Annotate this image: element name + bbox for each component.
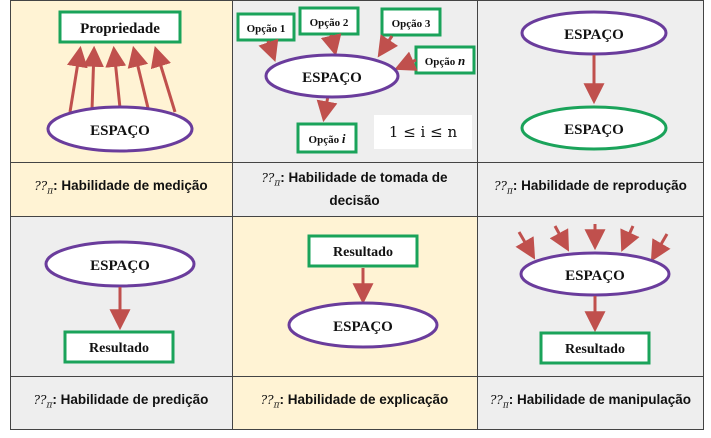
grid-divider-col-2 bbox=[477, 0, 478, 430]
manipulate-arrow-4 bbox=[620, 225, 640, 252]
grid-divider-row-3 bbox=[10, 376, 704, 377]
espaco-ellipse bbox=[264, 53, 400, 99]
caption-predicao: ??π: Habilidade de predição bbox=[10, 376, 232, 430]
espaco-label: ESPAÇO bbox=[90, 258, 150, 274]
espaco-label: ESPAÇO bbox=[90, 123, 150, 139]
resultado-box bbox=[63, 330, 175, 364]
espaco-label: ESPAÇO bbox=[302, 70, 362, 86]
espaco-ellipse bbox=[287, 301, 439, 349]
cell-reproducao-diagram: ESPAÇO ESPAÇO bbox=[477, 0, 704, 162]
caption-text: : Habilidade de tomada de decisão bbox=[280, 169, 448, 209]
espaco-ellipse bbox=[44, 240, 196, 288]
caption-symbol: ?? bbox=[34, 179, 48, 194]
cell-tomada-decisao-diagram: Opção 1 Opção 2 Opção 3 Opção n ESPAÇO O… bbox=[232, 0, 477, 162]
espaco-ellipse-top bbox=[520, 10, 668, 56]
option-n-arrow bbox=[394, 51, 418, 71]
measure-arrow-4 bbox=[127, 45, 150, 109]
option-1-arrow bbox=[258, 38, 279, 62]
caption-subscript: π bbox=[46, 400, 53, 411]
espaco-label: ESPAÇO bbox=[333, 319, 393, 335]
manipulate-arrow-1 bbox=[515, 231, 536, 260]
caption-symbol: ?? bbox=[261, 170, 275, 185]
caption-subscript: π bbox=[273, 400, 280, 411]
predicao-diagram: ESPAÇO Resultado bbox=[44, 240, 196, 364]
option-3-box bbox=[380, 7, 442, 37]
measure-arrow-5 bbox=[150, 45, 177, 113]
grid-border-bottom bbox=[10, 429, 704, 430]
caption-reproducao: ??π: Habilidade de reprodução bbox=[477, 162, 704, 216]
option-arrows bbox=[258, 33, 418, 123]
range-formula: 1 ≤ i ≤ n bbox=[389, 123, 458, 141]
caption-text: : Habilidade de explicação bbox=[279, 392, 449, 408]
option-3-arrow bbox=[377, 34, 399, 58]
espaco-ellipse bbox=[519, 251, 671, 297]
abilities-grid: Propriedade ESPAÇO Opção 1 Opçã bbox=[10, 0, 704, 430]
grid-border-top bbox=[10, 0, 704, 1]
manipulate-arrows bbox=[515, 224, 671, 262]
grid-border-left bbox=[10, 0, 11, 430]
resultado-label: Resultado bbox=[333, 245, 393, 260]
caption-text: : Habilidade de medição bbox=[53, 178, 208, 194]
option-2-box bbox=[298, 6, 360, 36]
option-i-arrow bbox=[316, 95, 338, 123]
option-2-arrow bbox=[320, 33, 342, 57]
grid-divider-row-1 bbox=[10, 162, 704, 163]
cell-explicacao-diagram: Resultado ESPAÇO bbox=[232, 216, 477, 376]
grid-divider-row-2 bbox=[10, 216, 704, 217]
propriedade-label: Propriedade bbox=[80, 21, 160, 37]
range-box bbox=[374, 115, 472, 149]
resultado-label: Resultado bbox=[89, 341, 149, 356]
cell-manipulacao-diagram: ESPAÇO Resultado bbox=[477, 216, 704, 376]
resultado-box bbox=[539, 331, 651, 365]
cell-medicao-diagram: Propriedade ESPAÇO bbox=[10, 0, 232, 162]
grid-border-right bbox=[703, 0, 704, 430]
measure-arrow-1 bbox=[66, 45, 88, 113]
explicacao-diagram: Resultado ESPAÇO bbox=[287, 234, 439, 349]
option-n-label: Opção n bbox=[425, 53, 466, 68]
option-2-label: Opção 2 bbox=[310, 17, 349, 29]
manipulate-arrow-2 bbox=[549, 225, 570, 252]
option-3-label: Opção 3 bbox=[392, 18, 431, 30]
propriedade-box bbox=[58, 10, 182, 44]
caption-subscript: π bbox=[502, 400, 509, 411]
espaco-ellipse bbox=[46, 105, 194, 153]
espaco-label-top: ESPAÇO bbox=[564, 27, 624, 43]
caption-subscript: π bbox=[506, 186, 513, 197]
tomada-decisao-diagram: Opção 1 Opção 2 Opção 3 Opção n ESPAÇO O… bbox=[236, 6, 476, 154]
option-i-box bbox=[296, 122, 358, 154]
option-i-label: Opção i bbox=[309, 131, 346, 146]
caption-explicacao: ??π: Habilidade de explicação bbox=[232, 376, 477, 430]
measure-arrow-3 bbox=[105, 45, 127, 109]
manipulacao-diagram: ESPAÇO Resultado bbox=[515, 224, 671, 365]
cell-predicao-diagram: ESPAÇO Resultado bbox=[10, 216, 232, 376]
resultado-label: Resultado bbox=[565, 342, 625, 357]
caption-symbol: ?? bbox=[489, 393, 503, 408]
caption-subscript: π bbox=[47, 186, 54, 197]
caption-manipulacao: ??π: Habilidade de manipulação bbox=[477, 376, 704, 430]
espaco-ellipse-bottom bbox=[520, 105, 668, 151]
caption-symbol: ?? bbox=[494, 179, 507, 194]
medicao-diagram: Propriedade ESPAÇO bbox=[46, 10, 194, 153]
reproducao-diagram: ESPAÇO ESPAÇO bbox=[520, 10, 668, 151]
measure-arrows bbox=[66, 45, 177, 113]
espaco-label-bottom: ESPAÇO bbox=[564, 122, 624, 138]
resultado-box bbox=[307, 234, 419, 268]
caption-subscript: π bbox=[274, 178, 281, 189]
caption-text: : Habilidade de manipulação bbox=[508, 392, 692, 408]
manipulate-arrow-5 bbox=[650, 233, 671, 262]
caption-tomada-decisao: ??π: Habilidade de tomada de decisão bbox=[232, 162, 477, 216]
caption-text: : Habilidade de predição bbox=[52, 392, 209, 408]
option-1-box bbox=[236, 12, 296, 42]
caption-medicao: ??π: Habilidade de medição bbox=[10, 162, 232, 216]
measure-arrow-2 bbox=[82, 45, 104, 111]
caption-symbol: ?? bbox=[33, 393, 47, 408]
option-n-box bbox=[414, 45, 476, 75]
caption-text: : Habilidade de reprodução bbox=[512, 178, 687, 194]
option-1-label: Opção 1 bbox=[247, 23, 286, 35]
grid-divider-col-1 bbox=[232, 0, 233, 430]
espaco-label: ESPAÇO bbox=[565, 268, 625, 284]
caption-symbol: ?? bbox=[260, 393, 274, 408]
